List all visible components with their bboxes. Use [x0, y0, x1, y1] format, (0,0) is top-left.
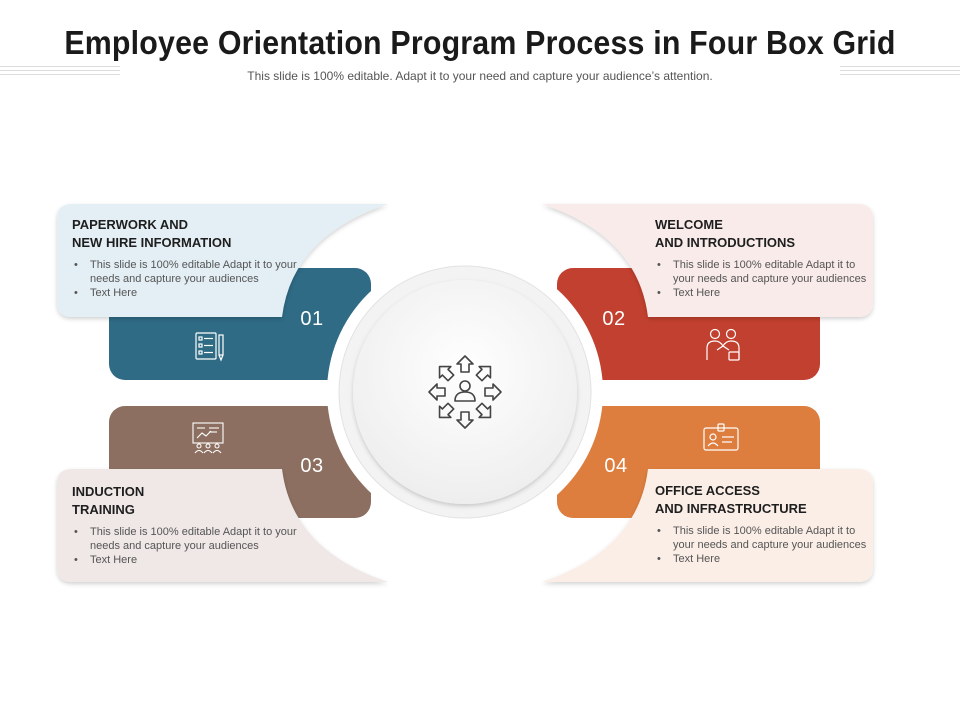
step-number-03: 03: [300, 455, 324, 477]
step-number-02: 02: [602, 308, 626, 330]
id-card-icon: [703, 423, 739, 451]
step-heading: WELCOME AND INTRODUCTIONS: [655, 217, 796, 250]
step-text-02: WELCOME AND INTRODUCTIONS This slide is …: [655, 216, 870, 300]
bullet-item: This slide is 100% editable Adapt it to …: [72, 525, 302, 553]
bullet-item: This slide is 100% editable Adapt it to …: [655, 258, 870, 286]
step-text-04: OFFICE ACCESS AND INFRASTRUCTURE This sl…: [655, 482, 870, 566]
bullet-item: This slide is 100% editable Adapt it to …: [72, 258, 302, 286]
title-rule-right: [840, 66, 960, 80]
bullet-item: This slide is 100% editable Adapt it to …: [655, 524, 870, 552]
bullet-item: Text Here: [72, 553, 302, 567]
step-heading: INDUCTION TRAINING: [72, 484, 145, 517]
bullet-item: Text Here: [72, 286, 302, 300]
bullet-list: This slide is 100% editable Adapt it to …: [72, 258, 302, 300]
person-with-arrows-icon: [428, 355, 502, 429]
presentation-board-icon: [192, 422, 224, 454]
title-rule-left: [0, 66, 120, 80]
handshake-people-icon: [706, 328, 740, 361]
page-subtitle: This slide is 100% editable. Adapt it to…: [247, 69, 713, 83]
bullet-list: This slide is 100% editable Adapt it to …: [655, 524, 870, 566]
step-number-04: 04: [604, 455, 628, 477]
bullet-item: Text Here: [655, 552, 870, 566]
bullet-list: This slide is 100% editable Adapt it to …: [72, 525, 302, 567]
step-number-01: 01: [300, 308, 324, 330]
step-heading: PAPERWORK AND NEW HIRE INFORMATION: [72, 217, 232, 250]
step-heading: OFFICE ACCESS AND INFRASTRUCTURE: [655, 483, 807, 516]
page-title: Employee Orientation Program Process in …: [64, 24, 896, 61]
bullet-list: This slide is 100% editable Adapt it to …: [655, 258, 870, 300]
checklist-icon: [195, 332, 224, 362]
bullet-item: Text Here: [655, 286, 870, 300]
step-text-01: PAPERWORK AND NEW HIRE INFORMATION This …: [72, 216, 302, 300]
step-text-03: INDUCTION TRAINING This slide is 100% ed…: [72, 483, 302, 567]
